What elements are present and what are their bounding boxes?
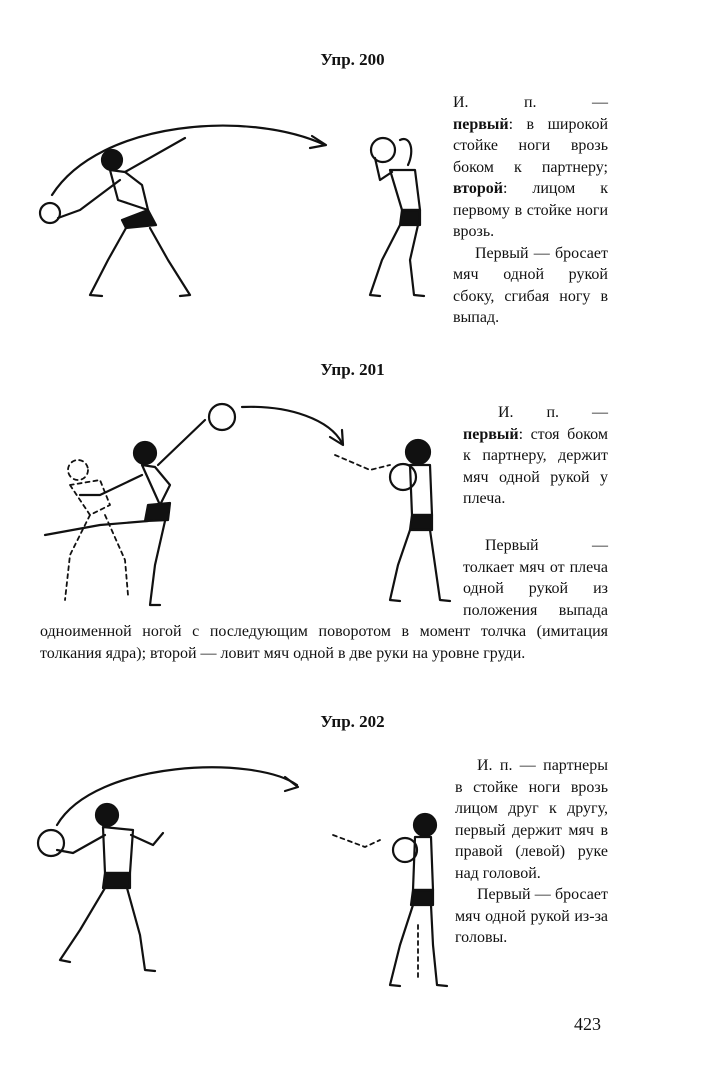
exercise-202-title: Упр. 202 [320,712,385,731]
page-number: 423 [574,1014,601,1034]
first-label: первый [453,115,509,133]
exercise-201-desc: : стоя боком к партнеру, держит мяч одно… [463,425,608,508]
figure-float-spacer [40,535,463,621]
exercise-201-text: И. п. — первый: стоя боком к партнеру, д… [463,402,608,510]
exercise-200-action: Первый — бросает мяч одной рукой сбоку, … [453,244,608,327]
exercise-200-desc-a: : в широкой стойке ноги врозь боком к па… [453,115,608,176]
first-label: первый [463,425,519,443]
exercise-201-action-text: Первый — толкает мяч от плеча одной руко… [40,537,608,662]
exercise-200-illustration [38,124,426,298]
exercise-200-lead: И. п. — [453,94,608,111]
exercise-201-title: Упр. 201 [320,360,385,379]
exercise-201-lead: И. п. — [498,404,608,421]
exercise-201-illustration [43,402,452,607]
exercise-200-text: И. п. — первый: в широкой стойке ноги вр… [453,92,608,329]
exercise-202-desc: И. п. — партнеры в стойке ноги врозь лиц… [455,757,608,882]
exercise-202-text: И. п. — партнеры в стойке ноги врозь лиц… [455,755,608,949]
exercise-202-action: Первый — бросает мяч одной рукой из-за г… [455,886,608,946]
exercise-201-action: Первый — толкает мяч от плеча одной руко… [40,535,608,664]
second-label: второй [453,180,504,197]
exercise-202-illustration [36,766,449,988]
exercise-200-title: Упр. 200 [320,50,385,69]
exercise-200-desc-b: : лицом к первому в стойке ноги врозь. [453,180,608,240]
